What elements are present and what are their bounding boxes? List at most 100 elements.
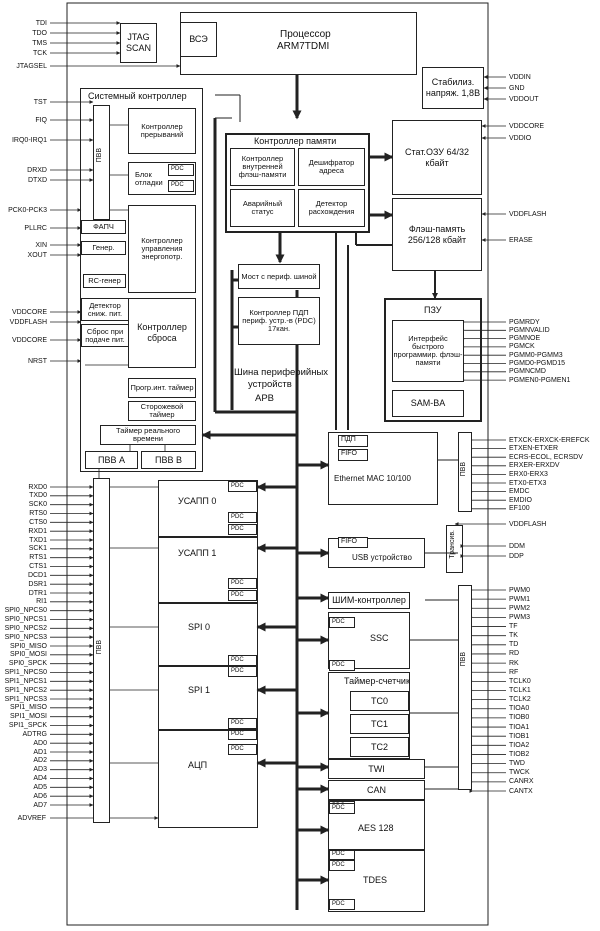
left-signal-label: SPI0_SPCK — [8, 660, 47, 668]
left-signal-label: SPI0_NPCS2 — [4, 624, 47, 632]
right-signal-label: DDM — [509, 542, 525, 550]
apb-label-2: устройств — [248, 379, 292, 390]
ethernet-mac-label: Ethernet MAC 10/100 — [334, 474, 411, 483]
left-signal-label: RI1 — [36, 598, 47, 606]
tdes-block — [328, 850, 425, 912]
left-signal-label: VDDCORE — [11, 337, 47, 344]
left-signal-label: TDI — [35, 20, 47, 27]
aes-block — [328, 800, 425, 850]
aes-label: AES 128 — [358, 823, 394, 833]
left-signal-label: TST — [33, 99, 47, 106]
left-pio-bar — [93, 478, 110, 823]
ice-block: ВСЭ — [180, 22, 217, 57]
usb-device-label: USB устройство — [352, 553, 412, 562]
memory-controller-label: Контроллер памяти — [254, 136, 337, 146]
voltage-regulator-block: Стабилиз. напряж. 1,8В — [422, 67, 484, 109]
right-signal-label: TWCK — [509, 769, 530, 777]
left-signal-label: DTR1 — [28, 589, 47, 597]
usb-fifo: FIFO — [338, 537, 368, 548]
usb-transceiver — [446, 525, 463, 573]
oscillator-block: Генер. — [81, 241, 126, 255]
right-signal-label: PGMNCMD — [509, 368, 546, 376]
left-signal-label: RXD1 — [28, 527, 47, 535]
ethernet-fifo: FIFO — [338, 449, 368, 461]
left-signal-label: SPI1_NPCS0 — [4, 669, 47, 676]
right-signal-label: PGMD0-PGMD15 — [509, 360, 566, 367]
sam-ba-block: SAM-BA — [392, 390, 464, 417]
left-signal-label: SCK0 — [28, 501, 47, 509]
left-signal-label: AD1 — [33, 748, 47, 756]
misalignment-detector: Детектор расхождения — [298, 189, 365, 227]
left-signal-label: RXD0 — [28, 483, 47, 491]
right-signal-label: TCLK2 — [509, 696, 531, 704]
right-signal-label: TIOA0 — [509, 705, 530, 713]
left-signal-label: TXD1 — [29, 536, 47, 544]
right-signal-label: PWM1 — [509, 595, 530, 603]
left-signal-label: TDO — [32, 30, 47, 37]
power-on-reset: Сброс при подаче пит. — [81, 324, 129, 347]
usart0-pdc-2: PDC — [228, 512, 257, 523]
right-signal-label: TIOB0 — [509, 714, 530, 722]
right-signal-label: PWM3 — [509, 613, 530, 621]
tc0-block: TC0 — [350, 691, 409, 711]
right-signal-label: ETX0-ETX3 — [509, 479, 547, 487]
apb-label-3: APB — [255, 393, 275, 404]
rc-oscillator-block: RC-генер — [83, 274, 126, 288]
timer-counter-block — [328, 672, 410, 759]
ssc-label: SSC — [370, 633, 389, 643]
left-signal-label: PLLRC — [24, 225, 47, 232]
debug-pdc-1: PDC — [168, 164, 194, 176]
right-signal-label: ERXER-ERXDV — [509, 462, 560, 470]
interrupt-controller: Контроллер прерываний — [128, 108, 196, 154]
right-signal-label: PWM2 — [509, 604, 530, 612]
right-signal-label: TCLK1 — [509, 687, 531, 694]
right-signal-label: ETXEN-ETXER — [509, 445, 559, 453]
right-signal-label: PGMNOE — [509, 335, 541, 343]
rom-label: ПЗУ — [424, 305, 442, 315]
right-pio-bar — [458, 585, 472, 790]
pio-b: ПВВ В — [141, 451, 196, 469]
sram-block: Стат.ОЗУ 64/32 кбайт — [392, 120, 482, 195]
left-top-signal-lines — [50, 21, 181, 363]
tc1-block: TC1 — [350, 714, 409, 734]
right-signal-label: GND — [509, 85, 525, 92]
usart1-label: УСАПП 1 — [178, 548, 217, 558]
usb-transceiver-label: Трансив. — [449, 530, 456, 559]
usart1-block — [158, 537, 258, 603]
aes-pdc-1: PDC — [329, 803, 355, 814]
left-signal-label: AD6 — [33, 792, 47, 800]
right-signal-label: PGMNVALID — [509, 326, 550, 334]
spi1-block — [158, 666, 258, 730]
right-pio-label: ПВВ — [460, 652, 467, 667]
right-signal-label: PGMM0-PGMM3 — [509, 351, 563, 359]
tc2-block: TC2 — [350, 737, 409, 757]
left-signal-label: CTS1 — [29, 563, 47, 570]
left-signal-label: SCK1 — [28, 545, 47, 553]
periodic-interval-timer: Прогр.инт. таймер — [128, 378, 196, 398]
left-signal-label: FIQ — [35, 117, 47, 124]
reset-controller: Контроллер сброса — [128, 298, 196, 368]
system-pio — [93, 105, 110, 220]
adc-label: АЦП — [188, 760, 208, 770]
left-signal-label: SPI1_SPCK — [8, 722, 47, 729]
adc-block — [158, 730, 258, 828]
right-signal-label: EF100 — [509, 505, 530, 513]
left-signal-label: TXD0 — [29, 492, 47, 500]
right-signal-label: TD — [509, 641, 519, 649]
spi1-pdc-2: PDC — [228, 729, 257, 740]
left-signal-label: SPI1_MOSI — [10, 713, 47, 721]
ethernet-pio-label: ПВВ — [460, 462, 467, 477]
adc-pdc: PDC — [228, 744, 257, 755]
ethernet-mac — [328, 432, 438, 505]
left-signal-label: ADTRG — [22, 730, 48, 738]
left-signal-label: SPI1_NPCS3 — [4, 695, 47, 703]
pdc-controller: Контроллер ПДП периф. устр.-в (PDC) 17ка… — [238, 297, 320, 345]
right-signal-label: CANTX — [509, 787, 533, 795]
peripheral-bridge: Мост с периф. шиной — [238, 264, 320, 289]
left-bottom-signal-lines — [50, 485, 159, 820]
spi0-label: SPI 0 — [188, 622, 211, 632]
pwm-controller: ШИМ-контроллер — [328, 592, 410, 609]
apb-label-1: Шина периферийных — [234, 367, 329, 378]
jtag-scan-block: JTAG SCAN — [120, 23, 157, 63]
left-signal-label: DCD1 — [27, 571, 47, 579]
